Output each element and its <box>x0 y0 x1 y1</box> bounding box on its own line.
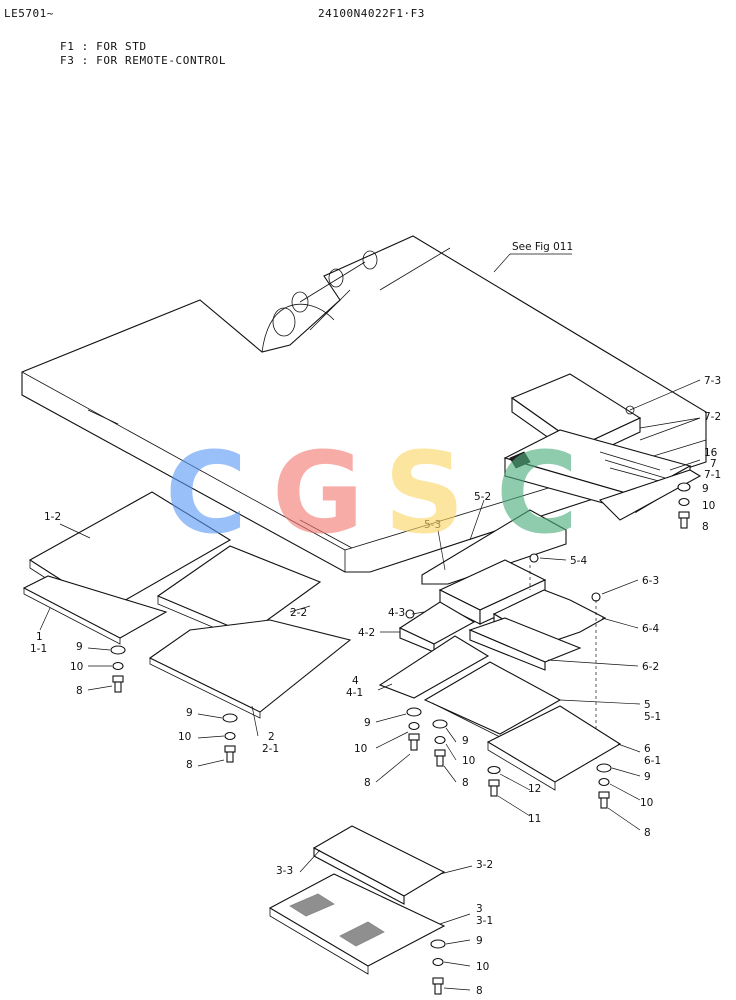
label-2: 2 <box>268 731 275 743</box>
label-3-1: 3-1 <box>476 915 493 927</box>
label-7-3: 7-3 <box>704 375 721 387</box>
part-number: 24100N4022F1·F3 <box>318 7 425 20</box>
label-4-3: 4-3 <box>388 607 405 619</box>
part-1-plates <box>22 491 232 645</box>
label-5-4: 5-4 <box>570 555 587 567</box>
label-9-a: 9 <box>702 483 709 495</box>
label-7: 7 <box>710 458 717 470</box>
label-3-3: 3-3 <box>276 865 293 877</box>
part-labels: 7-3 7-2 16 7 7-1 9 10 8 5-2 5-3 5-4 6-3 … <box>30 375 721 997</box>
fastener-stack-g <box>596 763 612 809</box>
label-8-f: 8 <box>644 827 651 839</box>
fastener-stack-f <box>487 765 501 797</box>
watermark-letter-3: S <box>384 429 465 559</box>
label-8-d: 8 <box>364 777 371 789</box>
label-7-2: 7-2 <box>704 411 721 423</box>
label-7-1: 7-1 <box>704 469 721 481</box>
label-8-c: 8 <box>186 759 193 771</box>
label-4-1: 4-1 <box>346 687 363 699</box>
label-6-4: 6-4 <box>642 623 659 635</box>
label-3-2: 3-2 <box>476 859 493 871</box>
label-9-d: 9 <box>364 717 371 729</box>
label-2-1: 2-1 <box>262 743 279 755</box>
watermark-letter-2: G <box>272 429 364 559</box>
label-6-1: 6-1 <box>644 755 661 767</box>
label-5: 5 <box>644 699 651 711</box>
part-4-blocks <box>378 601 622 791</box>
label-10-d: 10 <box>354 743 367 755</box>
label-9-e: 9 <box>462 735 469 747</box>
watermark-letter-4: C <box>496 429 579 559</box>
label-4-2: 4-2 <box>358 627 375 639</box>
fastener-stack-h <box>430 939 446 995</box>
label-10-b: 10 <box>70 661 83 673</box>
label-10-g: 10 <box>476 961 489 973</box>
label-9-b: 9 <box>76 641 83 653</box>
fastener-stack-b <box>110 645 126 693</box>
label-10-f: 10 <box>640 797 653 809</box>
see-fig-ref: See Fig 011 <box>512 241 573 253</box>
part-3-assembly <box>268 825 446 975</box>
label-8-g: 8 <box>476 985 483 997</box>
serial-range: LE5701~ <box>4 7 54 20</box>
label-5-1: 5-1 <box>644 711 661 723</box>
label-8-e: 8 <box>462 777 469 789</box>
label-1-2: 1-2 <box>44 511 61 523</box>
part-5-blocks <box>421 509 567 625</box>
label-1: 1 <box>36 631 43 643</box>
fastener-stack-e <box>432 719 448 767</box>
label-10-a: 10 <box>702 500 715 512</box>
fastener-stack-a <box>677 482 691 529</box>
watermark-letter-1: C <box>165 429 248 559</box>
label-16: 16 <box>704 447 718 459</box>
label-5-2: 5-2 <box>474 491 491 503</box>
part-7-assembly <box>503 373 702 521</box>
label-12: 12 <box>528 783 541 795</box>
label-9-c: 9 <box>186 707 193 719</box>
label-9-g: 9 <box>476 935 483 947</box>
label-11: 11 <box>528 813 541 825</box>
label-6-3: 6-3 <box>642 575 659 587</box>
label-8-b: 8 <box>76 685 83 697</box>
label-2-2: 2-2 <box>290 607 307 619</box>
part-2-plates <box>148 545 352 719</box>
fastener-stack-d <box>406 707 422 751</box>
label-5-3: 5-3 <box>424 519 441 531</box>
note-f3: F3 : FOR REMOTE-CONTROL <box>60 54 227 67</box>
label-10-e: 10 <box>462 755 475 767</box>
label-9-f: 9 <box>644 771 651 783</box>
leader-lines <box>39 379 701 991</box>
see-fig-leader <box>493 253 572 273</box>
part-6-blocks <box>468 565 607 760</box>
label-8-a: 8 <box>702 521 709 533</box>
label-6: 6 <box>644 743 651 755</box>
note-f1: F1 : FOR STD <box>60 40 147 53</box>
label-6-2: 6-2 <box>642 661 659 673</box>
label-4: 4 <box>352 675 359 687</box>
label-1-1: 1-1 <box>30 643 47 655</box>
label-3: 3 <box>476 903 483 915</box>
fastener-stack-c <box>222 713 238 763</box>
label-10-c: 10 <box>178 731 191 743</box>
